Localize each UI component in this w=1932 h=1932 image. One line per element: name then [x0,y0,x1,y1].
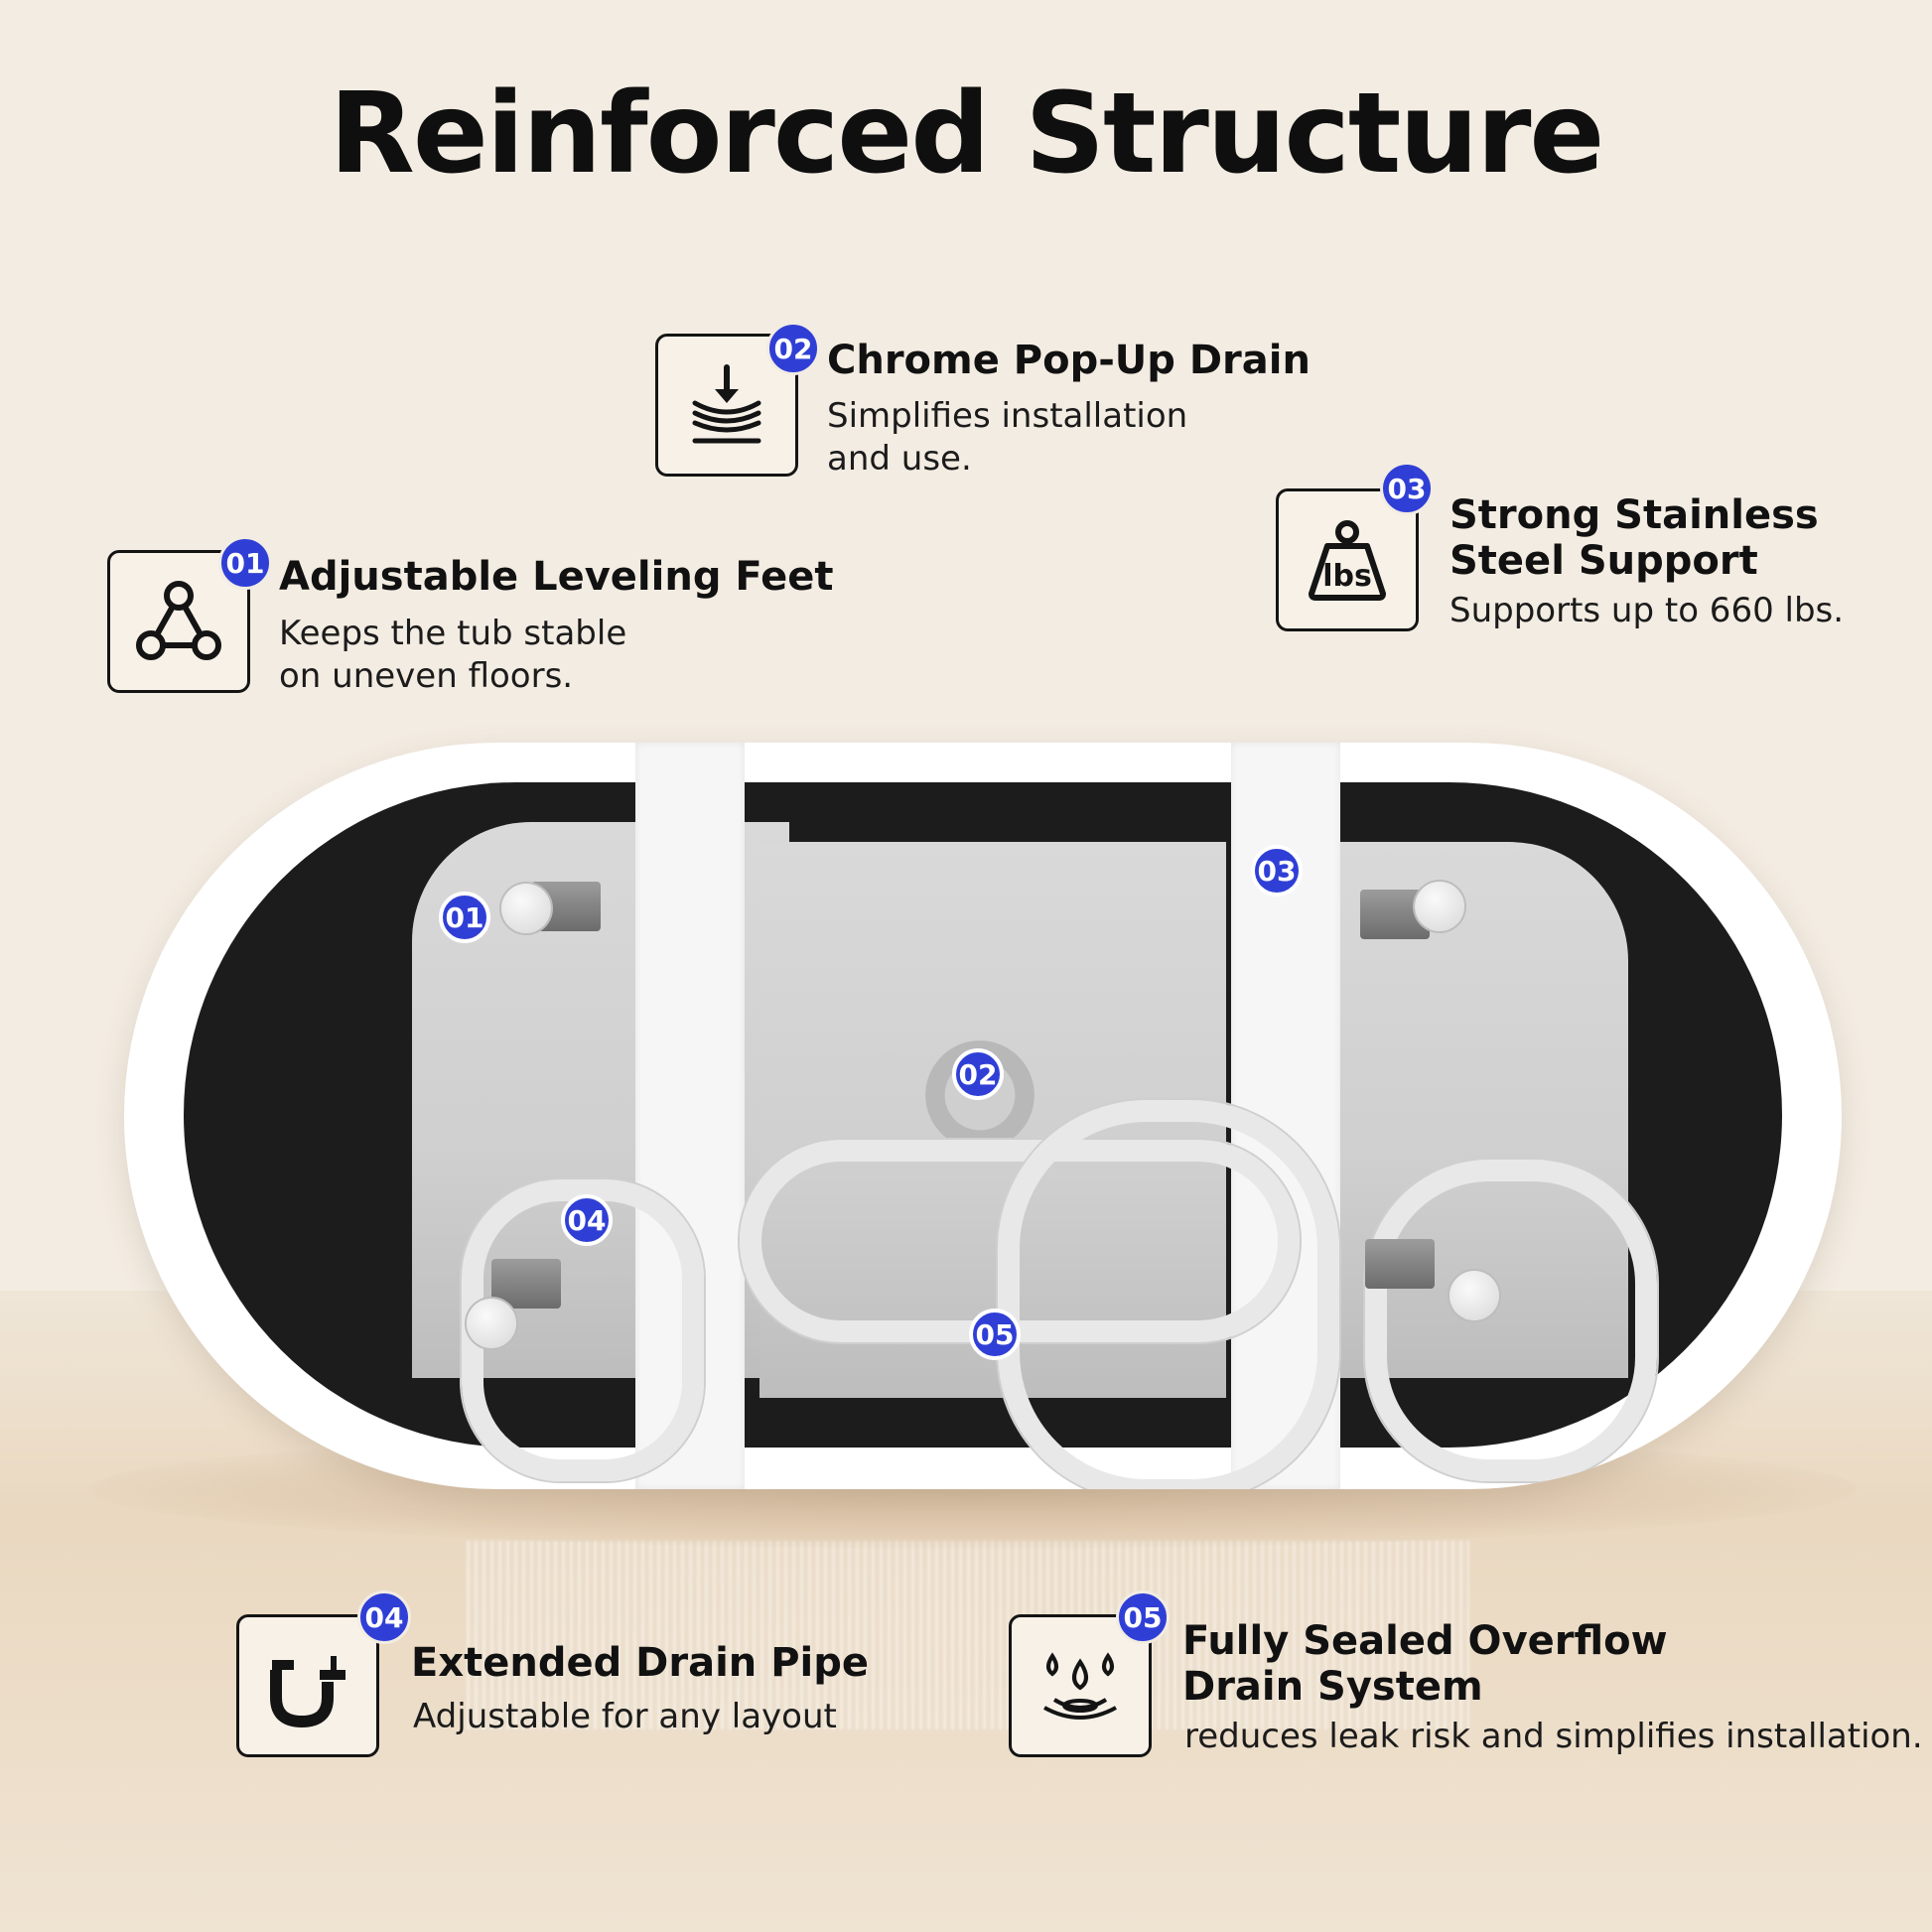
marker-01: 01 [439,892,490,943]
feature-02-badge: 02 [766,322,820,375]
leveling-foot-bottom-left [467,1299,516,1348]
feature-01-desc-2: on uneven floors. [279,656,574,696]
drain-hose-loop [998,1100,1339,1489]
bracket-bottom-left [491,1259,561,1309]
weight-lbs-icon: lbs [1309,520,1386,601]
drain-arrow-icon [692,364,761,444]
feature-01-desc-1: Keeps the tub stable [279,614,627,653]
feature-02-title: Chrome Pop-Up Drain [827,338,1311,383]
page-title: Reinforced Structure [329,69,1605,199]
feature-05-title-1: Fully Sealed Overflow [1182,1618,1668,1664]
feature-05-title-2: Drain System [1182,1664,1483,1710]
rug [467,1541,1469,1729]
leveling-foot-top-left [501,884,551,933]
drain-pipe-icon [270,1656,345,1728]
pipe-icon-box [236,1614,379,1757]
feature-04-desc-1: Adjustable for any layout [413,1697,837,1736]
feature-02-desc-1: Simplifies installation [827,396,1188,436]
feature-03-title-1: Strong Stainless [1449,492,1819,538]
feature-03-desc-1: Supports up to 660 lbs. [1449,591,1845,630]
water-drops-icon [1043,1652,1117,1720]
marker-05: 05 [969,1309,1021,1360]
feature-05-desc-1: reduces leak risk and simplifies install… [1184,1717,1923,1756]
svg-text:lbs: lbs [1322,559,1372,594]
triangle-nodes-icon [136,581,221,660]
drain-hose-right [1365,1160,1657,1481]
marker-02: 02 [952,1048,1004,1100]
marker-03: 03 [1251,845,1303,897]
feature-04-title: Extended Drain Pipe [411,1640,869,1686]
feature-02-desc-2: and use. [827,439,972,479]
feature-01-badge: 01 [218,536,272,590]
feature-03-badge: 03 [1380,462,1434,515]
leveling-foot-bottom-right [1449,1271,1499,1320]
feature-04-badge: 04 [357,1590,411,1644]
leveling-foot-top-right [1415,882,1464,931]
bracket-bottom-right [1365,1239,1435,1289]
bathtub-underside [124,743,1842,1489]
marker-04: 04 [561,1194,613,1246]
feature-05-badge: 05 [1116,1590,1170,1644]
feature-03-title-2: Steel Support [1449,538,1758,584]
feature-01-title: Adjustable Leveling Feet [279,554,834,600]
